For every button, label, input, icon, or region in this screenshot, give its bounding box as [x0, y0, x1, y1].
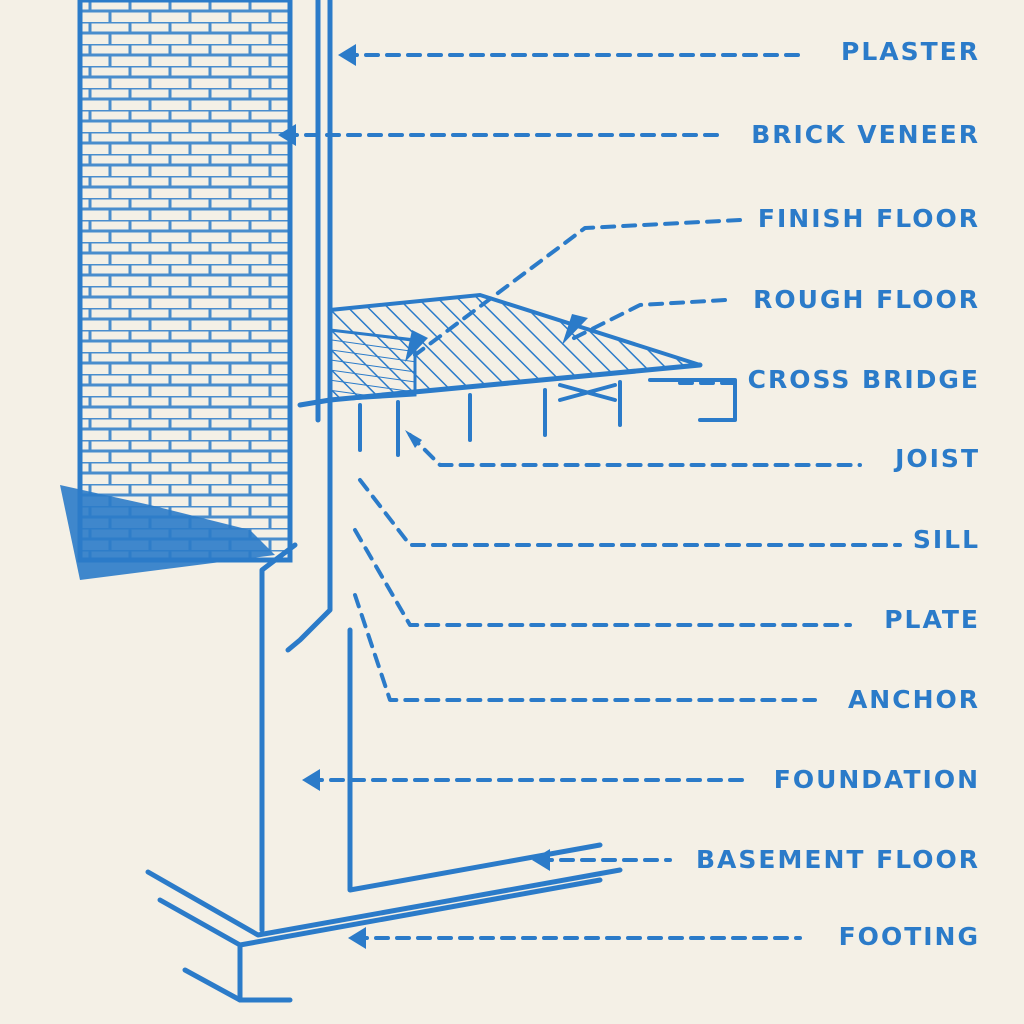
- label-rough-floor: ROUGH FLOOR: [753, 285, 980, 314]
- label-sill: SILL: [913, 525, 980, 554]
- leader-lines: [283, 53, 902, 940]
- label-finish-floor: FINISH FLOOR: [758, 204, 980, 233]
- leader-arrowheads: [278, 44, 588, 949]
- callout-labels: PLASTER BRICK VENEER FINISH FLOOR ROUGH …: [696, 37, 980, 951]
- brick-veneer-wall: [60, 0, 293, 580]
- label-foundation: FOUNDATION: [774, 765, 980, 794]
- label-plate: PLATE: [884, 605, 980, 634]
- footing-block: [145, 867, 623, 1003]
- foundation-wall: [259, 417, 603, 933]
- label-plaster: PLASTER: [841, 37, 980, 66]
- label-basement-floor: BASEMENT FLOOR: [696, 845, 980, 874]
- label-cross-bridge: CROSS BRIDGE: [748, 365, 980, 394]
- label-footing: FOOTING: [839, 922, 980, 951]
- label-brick-veneer: BRICK VENEER: [751, 120, 980, 149]
- floor-assembly: [297, 292, 737, 457]
- label-joist: JOIST: [893, 444, 980, 473]
- label-anchor: ANCHOR: [848, 685, 980, 714]
